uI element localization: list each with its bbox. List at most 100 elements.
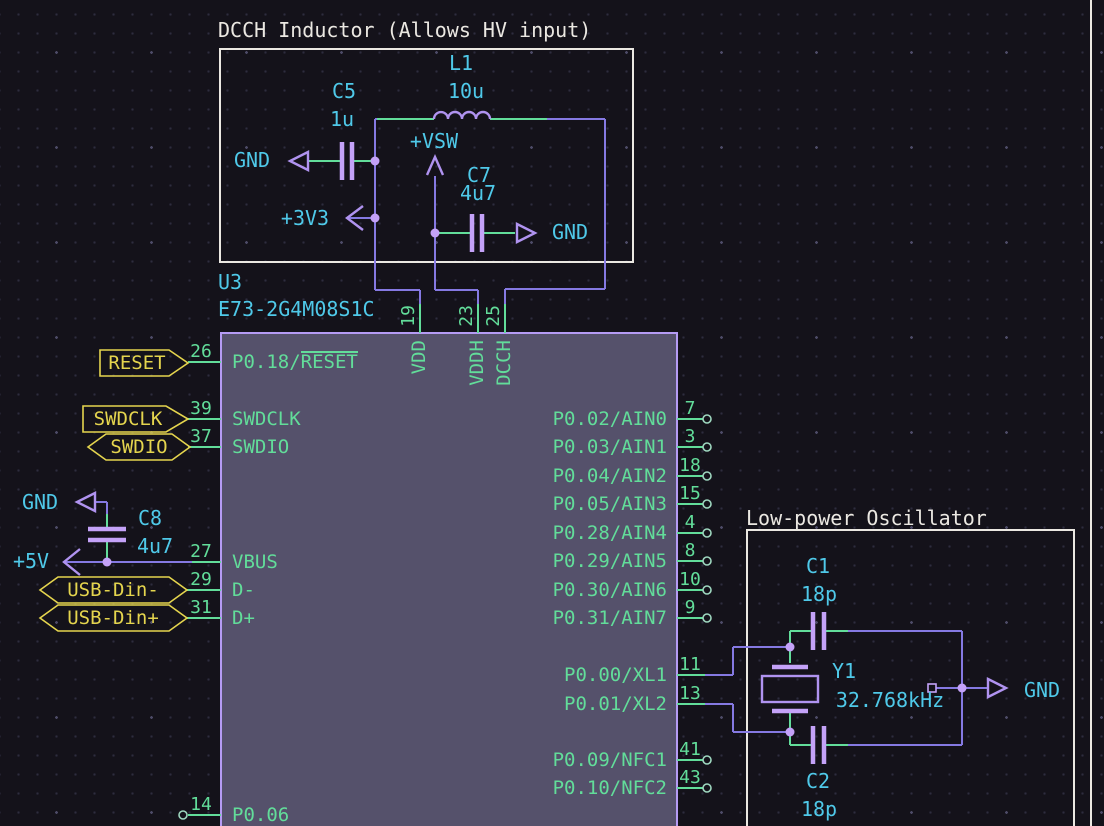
gnd-arrow-c5[interactable] <box>287 150 310 172</box>
pin-name-left[interactable]: VBUS <box>232 551 278 573</box>
oscillator-group-box[interactable] <box>746 529 1075 826</box>
chip-value[interactable]: E73-2G4M08S1C <box>218 297 375 321</box>
pin-name-right[interactable]: P0.10/NFC2 <box>552 777 667 799</box>
capacitor-c2-plates[interactable] <box>810 726 827 764</box>
pin-number-right[interactable]: 13 <box>679 683 701 704</box>
capacitor-c1-plates[interactable] <box>810 612 827 650</box>
pin-name-left[interactable]: P0.06 <box>232 804 290 826</box>
chip-body-u3[interactable] <box>220 332 678 826</box>
plus3v3-arrow[interactable] <box>345 205 364 231</box>
pin-number-right[interactable]: 7 <box>684 398 696 419</box>
reset-label-flag[interactable] <box>99 349 190 377</box>
pin-number-left[interactable]: 31 <box>190 597 212 618</box>
pin-name-left[interactable]: D+ <box>232 607 255 629</box>
pin-number-top[interactable]: 19 <box>398 305 419 327</box>
l1-ref[interactable]: L1 <box>448 51 474 75</box>
pin-name-left[interactable]: SWDIO <box>232 436 290 458</box>
pin-number-right[interactable]: 8 <box>684 540 696 561</box>
pin-name-right[interactable]: P0.05/AIN3 <box>552 493 667 515</box>
pin-name-right[interactable]: P0.29/AIN5 <box>552 550 667 572</box>
pin-number-left[interactable]: 37 <box>190 426 212 447</box>
y1-val[interactable]: 32.768kHz <box>835 688 945 712</box>
crystal-plates[interactable] <box>772 664 808 714</box>
gnd-arrow-c8[interactable] <box>74 491 97 513</box>
pin-name-right[interactable]: P0.28/AIN4 <box>552 522 667 544</box>
usb-dm-label-flag[interactable] <box>38 576 189 604</box>
crystal-body[interactable] <box>760 674 820 704</box>
chip-reference[interactable]: U3 <box>218 270 243 294</box>
swdclk-label-text[interactable]: SWDCLK <box>93 408 163 430</box>
pin-name-top[interactable]: DCCH <box>493 340 515 386</box>
pin-name-right[interactable]: P0.03/AIN1 <box>552 436 667 458</box>
c5-val[interactable]: 1u <box>329 107 355 131</box>
dcch-box-title[interactable]: DCCH Inductor (Allows HV input) <box>218 18 592 42</box>
pin-number-right[interactable]: 43 <box>679 767 701 788</box>
pin-number-right[interactable]: 15 <box>679 483 701 504</box>
pin-name-left[interactable]: D- <box>232 579 255 601</box>
pin-number-left[interactable]: 14 <box>190 794 212 815</box>
capacitor-c8-plates[interactable] <box>88 526 126 543</box>
pin-number-right[interactable]: 9 <box>684 597 696 618</box>
osc-box-title[interactable]: Low-power Oscillator <box>746 506 987 530</box>
pin-number-left[interactable]: 39 <box>190 398 212 419</box>
gnd-arrow-c7[interactable] <box>515 222 538 244</box>
pin-number-top[interactable]: 25 <box>483 305 504 327</box>
pin-number-top[interactable]: 23 <box>456 305 477 327</box>
pin-stubs[interactable] <box>106 118 848 816</box>
c7-val[interactable]: 4u7 <box>459 181 497 205</box>
unconnected-pin-circles[interactable] <box>178 414 712 820</box>
junction-dots[interactable] <box>102 156 967 737</box>
pin-name-right[interactable]: P0.00/XL1 <box>564 664 667 686</box>
pin-number-left[interactable]: 27 <box>190 541 212 562</box>
pin-number-right[interactable]: 10 <box>679 569 701 590</box>
swdio-label-flag[interactable] <box>86 433 192 461</box>
inductor-coil[interactable] <box>432 110 492 120</box>
pin-name-right[interactable]: P0.30/AIN6 <box>552 579 667 601</box>
pin-name-top[interactable]: VDD <box>408 340 430 375</box>
pin-name-right[interactable]: P0.02/AIN0 <box>552 408 667 430</box>
dcch-group-box[interactable] <box>219 48 634 263</box>
gnd-arrow-osc[interactable] <box>986 677 1009 699</box>
vsw-label[interactable]: +VSW <box>409 129 459 153</box>
gnd-label-c5[interactable]: GND <box>233 148 271 172</box>
pin-number-right[interactable]: 11 <box>679 654 701 675</box>
gnd-label-osc[interactable]: GND <box>1023 678 1061 702</box>
pin-number-right[interactable]: 41 <box>679 739 701 760</box>
pin-name-right[interactable]: P0.04/AIN2 <box>552 465 667 487</box>
pin-name-right[interactable]: P0.09/NFC1 <box>552 749 667 771</box>
plus3v3-label[interactable]: +3V3 <box>280 206 330 230</box>
c2-val[interactable]: 18p <box>800 797 838 821</box>
swdio-label-text[interactable]: SWDIO <box>110 436 168 458</box>
c1-ref[interactable]: C1 <box>805 554 831 578</box>
c1-val[interactable]: 18p <box>800 582 838 606</box>
pin-number-left[interactable]: 29 <box>190 569 212 590</box>
c8-ref[interactable]: C8 <box>137 506 163 530</box>
plus5v-label[interactable]: +5V <box>12 549 50 573</box>
pin-number-right[interactable]: 18 <box>679 455 701 476</box>
pin-name-right[interactable]: P0.01/XL2 <box>564 693 667 715</box>
vsw-arrow[interactable] <box>425 154 445 176</box>
usb-dp-label-flag[interactable] <box>38 604 189 632</box>
pin-name-top[interactable]: VDDH <box>466 340 488 386</box>
c7-ref[interactable]: C7 <box>466 163 492 187</box>
capacitor-c5-plates[interactable] <box>339 142 355 180</box>
pin-number-right[interactable]: 4 <box>684 512 696 533</box>
swdclk-label-flag[interactable] <box>82 405 190 433</box>
reset-label-text[interactable]: RESET <box>108 352 166 374</box>
c2-ref[interactable]: C2 <box>805 769 831 793</box>
pin-number-right[interactable]: 3 <box>684 426 696 447</box>
pin-number-left[interactable]: 26 <box>190 341 212 362</box>
usb-dm-label-text[interactable]: USB-Din- <box>67 579 159 601</box>
gnd-label-c8[interactable]: GND <box>21 490 59 514</box>
y1-ref[interactable]: Y1 <box>831 659 857 683</box>
l1-val[interactable]: 10u <box>447 79 485 103</box>
usb-dp-label-text[interactable]: USB-Din+ <box>67 607 159 629</box>
pin-name-right[interactable]: P0.31/AIN7 <box>552 607 667 629</box>
gnd-label-c7[interactable]: GND <box>551 220 589 244</box>
dangling-wire-end-square[interactable] <box>927 683 937 693</box>
capacitor-c7-plates[interactable] <box>469 214 485 252</box>
c8-val[interactable]: 4u7 <box>136 534 174 558</box>
pin-name-left[interactable]: P0.18/RESET <box>232 351 358 373</box>
pin-name-left[interactable]: SWDCLK <box>232 408 301 430</box>
